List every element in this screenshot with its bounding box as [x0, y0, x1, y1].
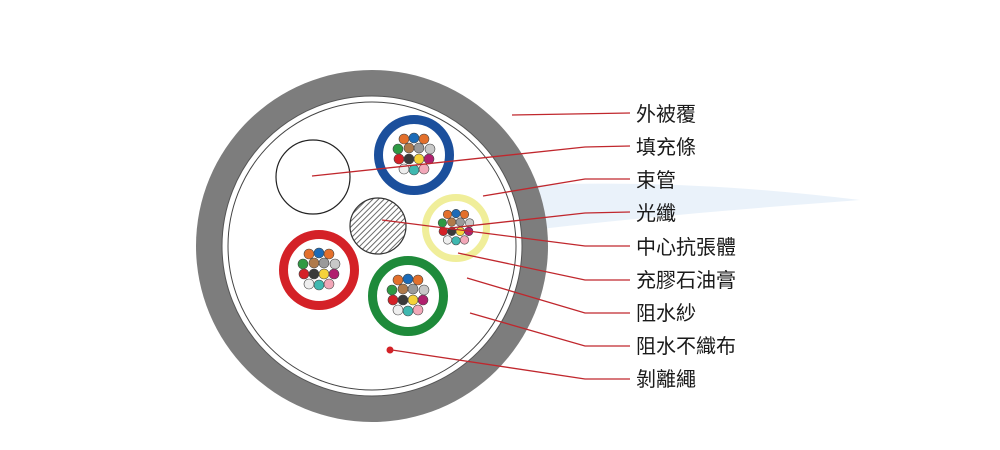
optical-fiber-8 — [387, 294, 399, 306]
leader-loose-tube — [482, 178, 630, 197]
label-filling-gel: 充膠石油膏 — [636, 268, 736, 292]
central-strength-member — [349, 197, 407, 255]
optical-fiber-14 — [323, 278, 335, 290]
label-filler-rod: 填充條 — [636, 135, 696, 159]
optical-fiber-6 — [318, 257, 330, 269]
optical-fiber-9 — [397, 294, 409, 306]
optical-fiber-3 — [459, 209, 470, 219]
optical-fiber-13 — [451, 236, 461, 246]
leader-filler-rod — [311, 145, 631, 177]
loose-tube-red — [279, 230, 359, 310]
leader-lines — [311, 112, 631, 380]
tube-wall — [374, 115, 454, 195]
label-central-strength-member: 中心抗張體 — [636, 235, 736, 259]
ripcord-dot — [386, 346, 394, 354]
optical-fiber-11 — [417, 294, 429, 306]
label-water-blocking-yarn: 阻水紗 — [636, 301, 696, 325]
optical-fiber-9 — [308, 268, 320, 280]
optical-fiber-5 — [447, 217, 457, 227]
optical-fiber-8 — [393, 153, 405, 165]
optical-fiber-4 — [386, 284, 398, 296]
optical-fiber-1 — [392, 274, 404, 286]
optical-fiber-11 — [423, 153, 435, 165]
optical-fiber-1 — [303, 248, 315, 260]
tube-wall — [368, 256, 448, 336]
optical-fiber-10 — [413, 153, 425, 165]
optical-fiber-14 — [459, 235, 470, 245]
optical-fiber-2 — [451, 209, 461, 219]
optical-fiber-12 — [392, 304, 404, 316]
optical-fiber-7 — [424, 143, 436, 155]
optical-fiber-13 — [313, 279, 325, 291]
optical-fiber-10 — [407, 294, 419, 306]
optical-fiber-2 — [408, 132, 420, 144]
optical-fiber-6 — [413, 142, 425, 154]
leader-ripcord — [391, 349, 630, 380]
optical-fiber-6 — [455, 217, 465, 227]
optical-fiber-1 — [442, 209, 453, 219]
optical-fiber-14 — [418, 163, 430, 175]
optical-fiber-13 — [402, 305, 414, 317]
optical-fiber-2 — [313, 247, 325, 259]
leader-filling-gel — [457, 252, 630, 281]
label-loose-tube: 束管 — [636, 168, 676, 192]
optical-fiber-10 — [318, 268, 330, 280]
leader-central-strength-member — [381, 219, 630, 247]
tube-wall — [422, 194, 490, 262]
optical-fiber-3 — [323, 248, 335, 260]
loose-tube-green — [368, 256, 448, 336]
optical-fiber-14 — [412, 304, 424, 316]
optical-fiber-2 — [402, 273, 414, 285]
optical-fiber-5 — [403, 142, 415, 154]
optical-fiber-4 — [297, 258, 309, 270]
optical-fiber-6 — [407, 283, 419, 295]
optical-fiber-3 — [412, 274, 424, 286]
leader-water-blocking-tape — [469, 312, 630, 347]
optical-fiber-4 — [392, 143, 404, 155]
optical-fiber-12 — [303, 278, 315, 290]
optical-fiber-4 — [437, 218, 447, 228]
optical-fiber-7 — [329, 258, 341, 270]
label-ripcord: 剝離繩 — [636, 367, 696, 391]
tube-wall — [279, 230, 359, 310]
loose-tube-blue — [374, 115, 454, 195]
label-optical-fiber: 光纖 — [636, 201, 676, 225]
optical-fiber-7 — [418, 284, 430, 296]
loose-tube-yellow — [422, 194, 490, 262]
optical-fiber-1 — [398, 133, 410, 145]
optical-fiber-12 — [442, 235, 453, 245]
leader-outer-sheath — [511, 112, 631, 116]
optical-fiber-11 — [328, 268, 340, 280]
leader-water-blocking-yarn — [466, 277, 630, 314]
optical-fiber-13 — [408, 164, 420, 176]
filler-rod — [275, 139, 351, 215]
label-water-blocking-tape: 阻水不織布 — [636, 334, 736, 358]
optical-fiber-3 — [418, 133, 430, 145]
optical-fiber-8 — [298, 268, 310, 280]
optical-fiber-5 — [397, 283, 409, 295]
optical-fiber-10 — [455, 226, 465, 236]
label-outer-sheath: 外被覆 — [636, 102, 696, 126]
loose-tubes — [279, 115, 490, 336]
optical-fiber-9 — [403, 153, 415, 165]
optical-fiber-5 — [308, 257, 320, 269]
leader-optical-fiber — [449, 211, 631, 229]
